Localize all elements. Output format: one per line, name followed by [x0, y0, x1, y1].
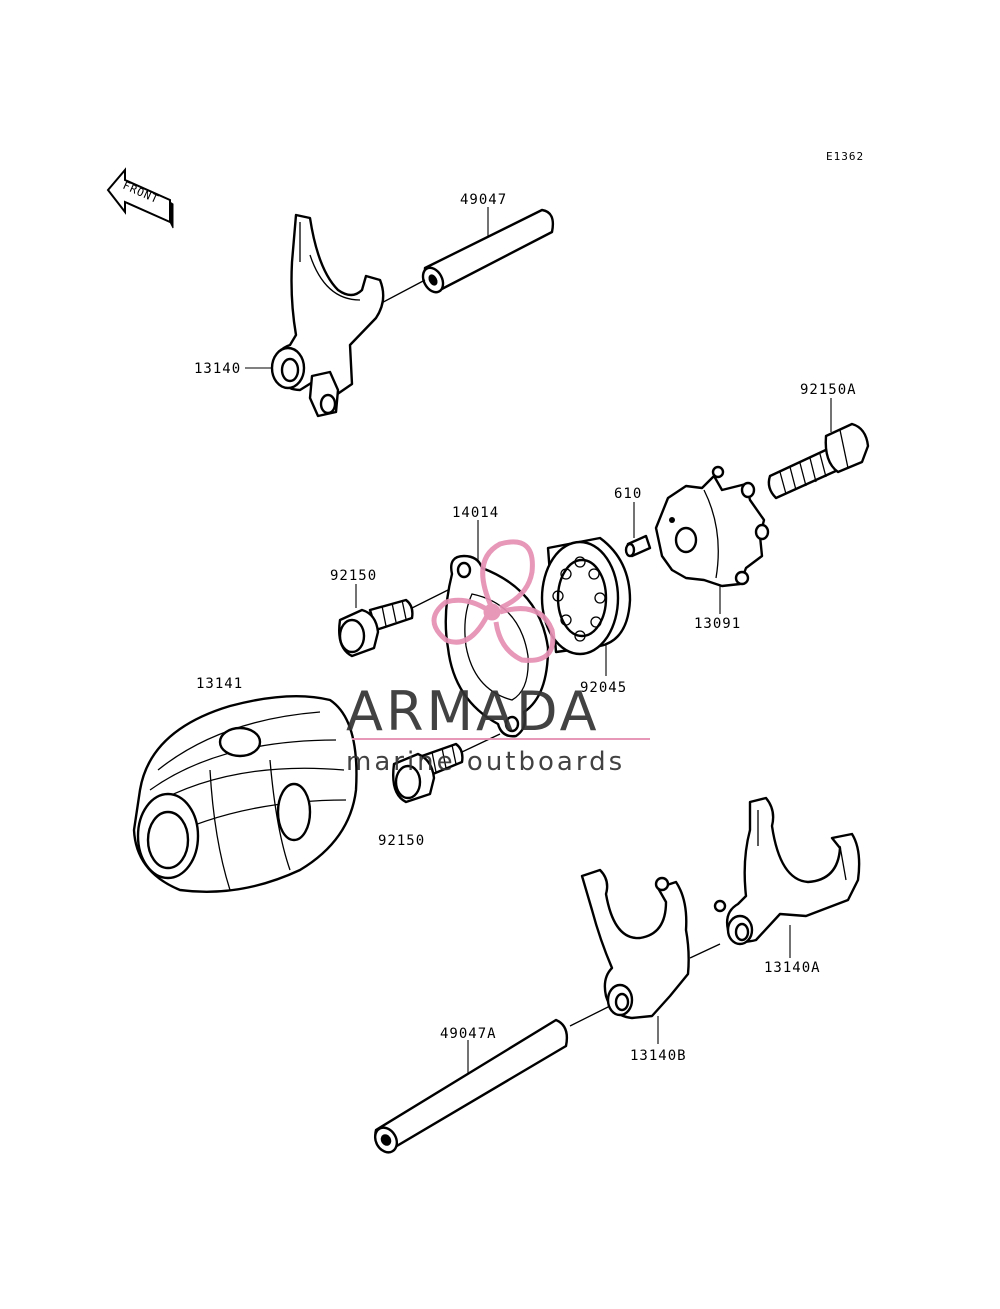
bearing-92045 [540, 536, 632, 656]
label-92150a: 92150A [800, 382, 857, 398]
diagram-id: E1362 [826, 150, 864, 163]
label-49047: 49047 [460, 192, 507, 208]
shift-fork-13140b [580, 868, 690, 1020]
shift-fork-13140 [270, 213, 385, 418]
shift-fork-13140a [713, 796, 861, 946]
label-13140a: 13140A [764, 960, 821, 976]
propeller-logo-icon [431, 539, 556, 663]
armada-watermark: ARMADA marine outboards [346, 539, 650, 777]
label-92150-upper: 92150 [330, 568, 377, 584]
bolt-92150a [767, 422, 870, 500]
bolt-92150-lower [392, 742, 464, 804]
label-13140b: 13140B [630, 1048, 687, 1064]
shift-drum-13141 [132, 694, 358, 893]
label-92045: 92045 [580, 680, 627, 696]
front-arrow-icon: FRONT [106, 167, 174, 229]
pin-610 [624, 534, 652, 558]
label-14014: 14014 [452, 505, 499, 521]
label-92150-lower: 92150 [378, 833, 425, 849]
shift-rod-49047a [373, 1018, 569, 1154]
label-13140: 13140 [194, 361, 241, 377]
watermark-title: ARMADA [346, 680, 600, 743]
shift-rod-49047 [421, 208, 555, 294]
watermark-subtitle: marine outboards [346, 747, 625, 777]
label-13091: 13091 [694, 616, 741, 632]
label-49047a: 49047A [440, 1026, 497, 1042]
label-610: 610 [614, 486, 642, 502]
bolt-92150-upper [338, 598, 414, 658]
shift-drum-cam-13091 [654, 465, 770, 588]
label-13141: 13141 [196, 676, 243, 692]
